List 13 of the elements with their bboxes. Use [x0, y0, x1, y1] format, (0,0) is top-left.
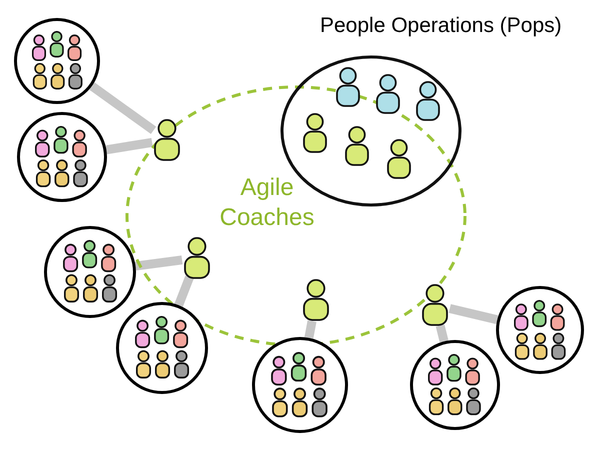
person-icon	[152, 118, 182, 162]
connector-line	[448, 304, 498, 324]
connector-line	[436, 324, 448, 342]
group-heading: People Operations (Pops)	[320, 15, 562, 36]
group-label: Agile Coaches	[218, 173, 316, 233]
person-icon	[182, 236, 212, 280]
person-icon	[420, 283, 450, 327]
person-icon	[301, 278, 331, 322]
connector-line	[135, 256, 183, 270]
connector-line	[174, 275, 194, 307]
connector-line	[89, 82, 156, 134]
connector-line	[106, 138, 153, 154]
connector-line	[304, 320, 316, 339]
